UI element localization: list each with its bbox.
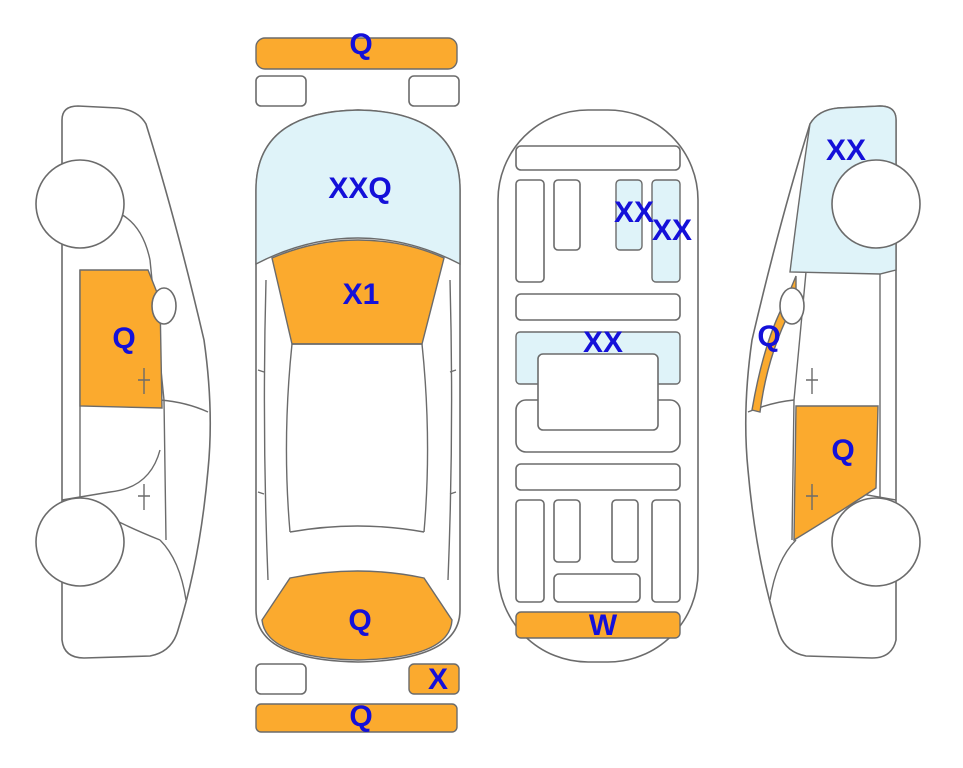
label-hood: X1 xyxy=(343,278,380,311)
label-left-rear-piece: X xyxy=(428,663,448,696)
right-mirror xyxy=(779,287,805,325)
windshield-panel xyxy=(255,109,461,266)
right-rear-door-handle xyxy=(806,368,818,394)
trunk-floor-panel xyxy=(515,611,681,639)
hood-panel xyxy=(271,239,445,345)
left-front-wheel xyxy=(35,497,125,587)
right-rear-door-panel xyxy=(793,405,879,542)
rear-right-light-panel xyxy=(408,663,460,695)
label-trunk-floor: W xyxy=(589,609,618,642)
top-view xyxy=(255,37,461,733)
floor-view xyxy=(497,109,699,663)
floor-cell-a xyxy=(615,179,643,251)
right-rear-wheel xyxy=(831,159,921,249)
label-rear-window: Q xyxy=(348,604,371,637)
label-floor-mid: XX xyxy=(583,326,623,359)
front-left-light xyxy=(255,75,307,107)
damage-labels: Q XXQ X1 Q X Q Q XX XX XX W XX Q Q xyxy=(112,28,866,733)
rear-left-light xyxy=(255,663,307,695)
front-right-light xyxy=(408,75,460,107)
rear-window-panel xyxy=(261,570,453,661)
left-rear-wheel xyxy=(35,159,125,249)
label-front-bumper: Q xyxy=(349,28,372,61)
right-front-door-handle xyxy=(806,484,818,510)
label-rear-bumper: Q xyxy=(349,700,372,733)
left-side-view xyxy=(35,105,212,659)
label-floor-b: XX xyxy=(652,214,692,247)
right-front-wheel xyxy=(831,497,921,587)
right-side-view xyxy=(744,105,921,659)
label-left-rear-door: Q xyxy=(112,322,135,355)
label-floor-a: XX xyxy=(614,196,654,229)
rear-bumper-panel xyxy=(255,703,458,733)
left-front-door-handle xyxy=(138,484,150,510)
left-mirror xyxy=(151,287,177,325)
floor-cell-b xyxy=(651,179,681,283)
left-rear-door-handle xyxy=(138,368,150,394)
label-right-roof: XX xyxy=(826,134,866,167)
front-bumper-panel xyxy=(255,37,458,70)
label-windshield: XXQ xyxy=(328,172,391,205)
label-right-rear-door: Q xyxy=(831,434,854,467)
left-rear-door-panel xyxy=(79,269,163,409)
label-right-rear-window: Q xyxy=(757,320,780,353)
